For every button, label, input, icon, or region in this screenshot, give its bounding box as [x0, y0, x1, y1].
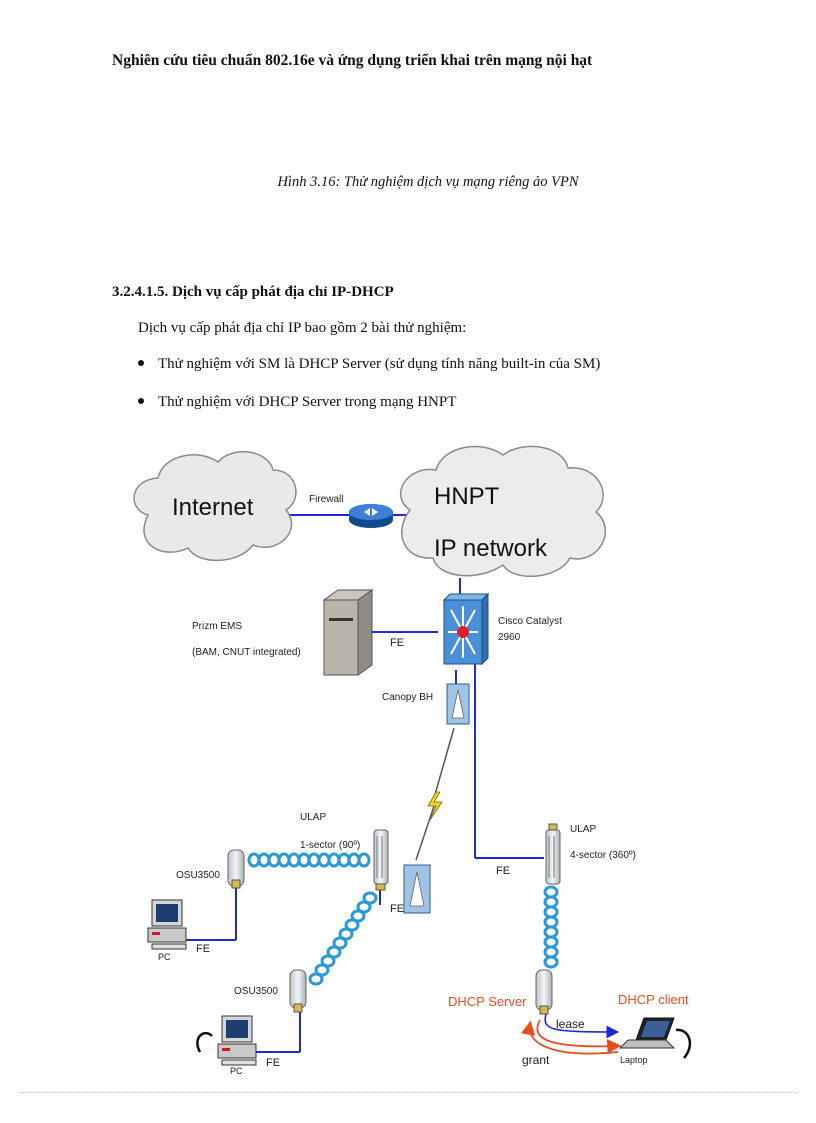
lightning-icon [427, 791, 443, 821]
sector4-label: 4-sector (360º) [570, 850, 636, 861]
hnpt-label: HNPT [434, 483, 500, 510]
cisco-label: Cisco Catalyst [498, 616, 562, 627]
fe-label-pc1: FE [196, 943, 210, 955]
laptop-icon [618, 1017, 692, 1059]
pc-icon-1 [147, 899, 187, 950]
grant-arrow [520, 1020, 619, 1055]
ulap-label-4: ULAP [570, 824, 596, 835]
laptop-label: Laptop [620, 1055, 648, 1065]
hnpt-cloud: HNPT IP network [399, 445, 607, 577]
figure-caption: Hình 3.16: Thử nghiệm dịch vụ mạng riêng… [277, 174, 579, 190]
bullet-dot-icon [138, 397, 144, 404]
bullet-item-2: Thử nghiệm với DHCP Server trong mạng HN… [138, 394, 456, 411]
prizm-label: Prizm EMS [192, 621, 242, 632]
canopy-backhaul-icon [446, 683, 470, 725]
pc-label-2: PC [230, 1066, 243, 1076]
server-icon [322, 589, 374, 676]
ulap-label-1: ULAP [300, 812, 326, 823]
internet-label: Internet [172, 494, 254, 521]
fe-label-pc2: FE [266, 1057, 280, 1069]
radio-link-horizontal [247, 852, 371, 868]
bullet-text-1: Thử nghiệm với SM là DHCP Server (sử dụn… [158, 356, 601, 372]
firewall-label: Firewall [309, 494, 343, 505]
canopy-label: Canopy BH [382, 692, 433, 703]
fe-label-ems: FE [390, 637, 404, 649]
ulap-4-sector-icon [545, 823, 561, 885]
osu3500-icon-2 [289, 969, 307, 1013]
fe-label-ulap1: FE [390, 903, 404, 915]
bullet-text-2: Thử nghiệm với DHCP Server trong mạng HN… [158, 394, 457, 410]
dhcp-server-label: DHCP Server [448, 994, 527, 1009]
network-diagram: Internet HNPT IP network Firewall Prizm … [133, 445, 692, 1076]
dhcp-server-sm-icon [535, 969, 553, 1015]
switch-icon [442, 592, 490, 666]
internet-cloud: Internet [133, 451, 297, 562]
sector1-label: 1-sector (90º) [300, 840, 360, 851]
wireless-link-icon [415, 727, 455, 861]
intro-paragraph: Dịch vụ cấp phát địa chỉ IP bao gồm 2 bà… [138, 320, 467, 336]
osu3500-icon-1 [227, 849, 245, 889]
osu-label-2: OSU3500 [234, 986, 278, 997]
radio-link-vertical [543, 885, 559, 969]
section-heading: 3.2.4.1.5. Dịch vụ cấp phát địa chỉ IP-D… [112, 284, 394, 300]
osu-label-1: OSU3500 [176, 870, 220, 881]
grant-label: grant [522, 1053, 550, 1067]
bullet-dot-icon [138, 359, 144, 366]
ulap-1-sector-icon [373, 829, 389, 891]
page-bottom-rule [20, 1092, 796, 1093]
radio-link-diagonal [308, 891, 378, 986]
cisco-sublabel: 2960 [498, 632, 521, 643]
fe-label-ulap4: FE [496, 865, 510, 877]
request-arrow [544, 1013, 620, 1039]
firewall-router-icon [349, 504, 393, 528]
ip-network-label: IP network [434, 535, 548, 562]
canopy-sm-icon [403, 864, 431, 914]
lease-arrow [536, 1019, 622, 1054]
bullet-item-1: Thử nghiệm với SM là DHCP Server (sử dụn… [138, 356, 600, 373]
lease-label: lease [556, 1017, 585, 1031]
prizm-sublabel: (BAM, CNUT integrated) [192, 647, 301, 658]
pc-label-1: PC [158, 952, 171, 962]
pc-icon-2 [196, 1015, 257, 1066]
dhcp-client-label: DHCP client [618, 992, 689, 1007]
page-header: Nghiên cứu tiêu chuẩn 802.16e và ứng dụn… [112, 52, 593, 69]
